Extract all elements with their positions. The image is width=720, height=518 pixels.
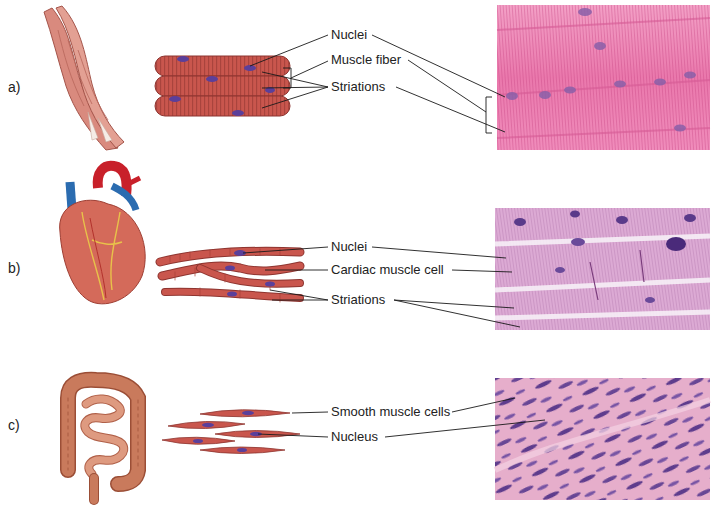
part-label: Cardiac muscle cell — [331, 262, 444, 278]
skeletal-fiber-drawing — [155, 56, 290, 116]
cardiac-micrograph — [495, 208, 710, 330]
panel-letter: b) — [8, 260, 20, 277]
part-label: Smooth muscle cells — [331, 404, 450, 420]
skeletal-micrograph — [497, 5, 710, 150]
part-label: Muscle fiber — [331, 52, 401, 68]
leader-lines — [243, 247, 520, 327]
panel-letter: a) — [8, 79, 20, 96]
part-label: Nuclei — [331, 239, 367, 255]
smooth-cell-drawing — [162, 410, 300, 454]
smooth-micrograph — [495, 378, 710, 500]
panel-letter: c) — [8, 417, 20, 434]
leader-lines — [258, 398, 545, 437]
leader-lines — [250, 35, 505, 133]
part-label: Nuclei — [331, 27, 367, 43]
skeletal-muscle-illustration — [44, 6, 124, 150]
part-label: Nucleus — [331, 429, 378, 445]
cardiac-cell-drawing — [160, 249, 300, 302]
heart-illustration — [60, 166, 146, 304]
part-label: Striations — [331, 292, 385, 308]
part-label: Striations — [331, 79, 385, 95]
intestine-illustration — [68, 380, 138, 500]
